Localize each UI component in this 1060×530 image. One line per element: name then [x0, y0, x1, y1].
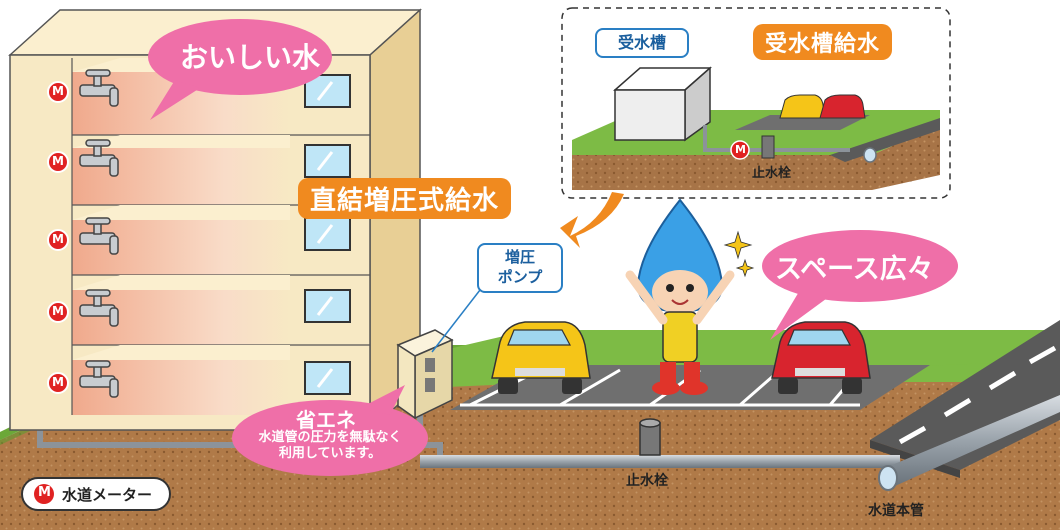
floor-4 [72, 275, 370, 346]
meter-letter: M [52, 232, 64, 246]
legend-meter-letter: M [38, 485, 51, 500]
label-shisuisen-inset: 止水栓 [752, 166, 792, 181]
label-shisuisen-main: 止水栓 [626, 473, 668, 489]
label-suidou-honkan: 水道本管 [868, 503, 924, 519]
car-icon-yellow [491, 321, 591, 394]
zouatsu-line-2: ポンプ [497, 268, 543, 286]
bubble-space-shape [762, 230, 958, 340]
water-drop-mascot [625, 198, 735, 395]
floor-5 [72, 345, 290, 415]
label-juusuisou: 受水槽 [595, 28, 689, 58]
bubble-oishii-shape [148, 19, 332, 120]
label-chokketsu: 直結増圧式給水 [298, 178, 512, 219]
legend-meter-icon [34, 484, 54, 504]
meter-letter: M [52, 154, 64, 168]
water-tank-icon [613, 66, 712, 142]
arrow-icon [560, 192, 624, 248]
car-icon-red [771, 321, 871, 394]
meter-letter-inset: M [735, 143, 746, 156]
shou-ene-desc-line-1: 水道管の圧力を無駄なく [258, 430, 402, 445]
floor-3 [72, 205, 370, 276]
meter-letter: M [52, 84, 64, 98]
water-main-pipe [420, 395, 1060, 491]
stop-valve-main [639, 418, 661, 456]
label-shou-ene-desc: 水道管の圧力を無駄なく 利用しています。 [250, 430, 410, 462]
label-zouatsu-pump: 増圧 ポンプ [477, 243, 563, 293]
booster-pump-icon [396, 329, 454, 420]
meter-icon [47, 81, 69, 394]
label-space: スペース広々 [775, 254, 934, 285]
floor-2 [72, 135, 370, 206]
label-oishii-mizu: おいしい水 [180, 41, 321, 74]
bubble-shouene-shape [232, 385, 428, 476]
sparkle-icon [723, 230, 755, 278]
shou-ene-desc-line-2: 利用しています。 [278, 446, 382, 461]
pump-leader-line [431, 289, 481, 353]
label-shou-ene: 省エネ [296, 408, 356, 432]
legend-text: 水道メーター [62, 486, 153, 504]
meter-letter: M [52, 375, 64, 389]
meter-letter: M [52, 304, 64, 318]
label-juusuisou-kyuusui: 受水槽給水 [753, 24, 893, 60]
faucet-icon [79, 69, 119, 398]
zouatsu-line-1: 増圧 [504, 248, 535, 266]
legend-box [21, 477, 171, 511]
